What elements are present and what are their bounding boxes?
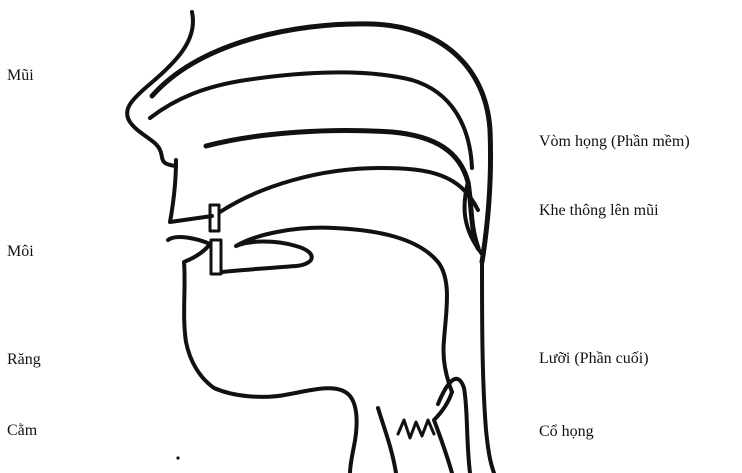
label-tongue-back: Lưỡi (Phần cuối) (539, 349, 649, 369)
label-soft-palate: Vòm họng (Phần mềm) (539, 132, 690, 152)
label-throat: Cổ họng (539, 422, 594, 442)
nasal-passage-line (150, 72, 472, 168)
pharynx-back-wall (482, 262, 494, 473)
hard-palate-outline (220, 168, 478, 212)
lower-teeth-outline (211, 240, 221, 274)
upper-lip-outline (170, 160, 212, 222)
label-nose: Mũi (7, 66, 34, 86)
label-teeth: Răng (7, 350, 41, 370)
larynx-front-line (378, 408, 396, 473)
vocal-folds-outline (398, 420, 434, 438)
label-lips: Môi (7, 242, 34, 262)
tongue-outline (222, 228, 452, 392)
speck (176, 456, 179, 459)
epiglottis-outline (438, 379, 470, 473)
label-chin: Cằm (7, 421, 37, 441)
lower-lip-outline (168, 237, 357, 473)
label-nasal-gap: Khe thông lên mũi (539, 201, 659, 221)
upper-teeth-outline (210, 205, 219, 231)
